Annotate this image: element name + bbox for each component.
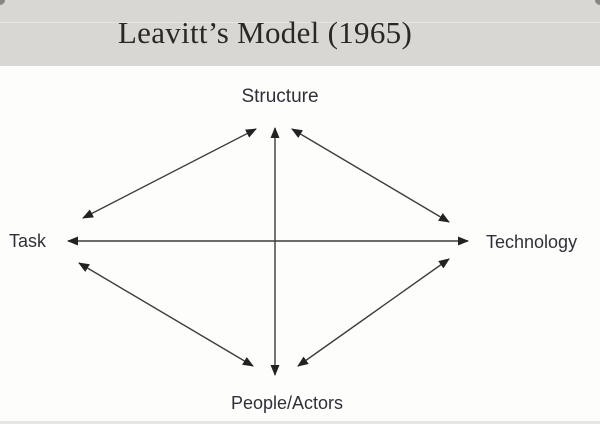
edge-people-technology [297,258,450,367]
top-right-corner-artifact [595,0,600,5]
title-bar-sheen-line [0,22,600,23]
node-task: Task [9,231,47,251]
edge-task-people [78,262,254,367]
node-people: People/Actors [230,393,344,413]
slide-title: Leavitt’s Model (1965) [117,15,413,50]
node-structure: Structure [241,86,319,107]
slide-title-bar: Leavitt’s Model (1965) [0,0,600,66]
top-left-corner-artifact [0,0,5,5]
edge-task-structure [82,128,257,219]
node-technology: Technology [486,232,578,252]
edge-structure-technology [291,128,450,223]
bottom-edge-artifact [0,421,600,424]
